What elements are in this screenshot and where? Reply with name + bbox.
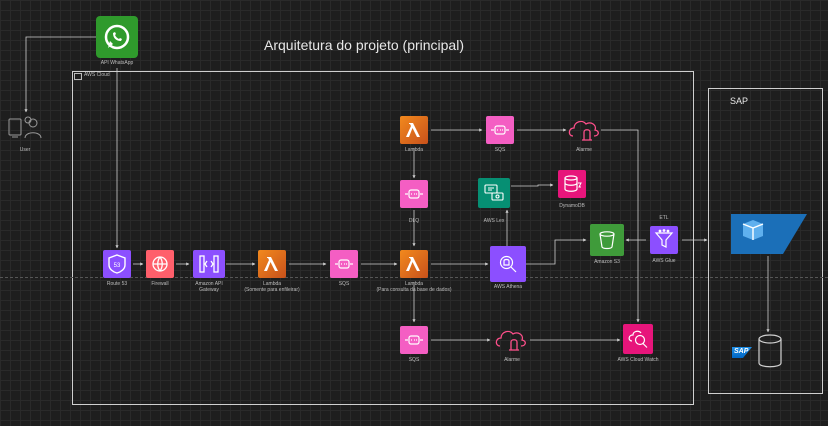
route53-node[interactable]: 53 [103, 250, 131, 278]
sap-cube-icon [731, 214, 807, 254]
sap-logo: SAP [732, 347, 752, 358]
database-icon [758, 334, 782, 368]
alarm-bottom-node[interactable] [494, 324, 528, 354]
lambda2-node[interactable] [400, 250, 428, 278]
dynamodb-node[interactable] [558, 170, 586, 198]
alarm-top-label: Alarme [576, 147, 592, 153]
edge-alarm-cloudwatch [601, 129, 640, 323]
firewall-node[interactable] [146, 250, 174, 278]
whatsapp-label: API WhatsApp [100, 60, 134, 66]
etl-label: ETL [659, 215, 669, 221]
athena-icon [499, 255, 517, 273]
firewall-icon [152, 256, 168, 272]
sqs-icon [405, 335, 423, 345]
sqs-top-label: SQS [494, 147, 506, 153]
sap-logo-text: SAP [734, 348, 749, 355]
s3-label: Amazon S3 [594, 259, 620, 265]
dlq-label: DLQ [408, 218, 420, 224]
cloudwatch-label: AWS Cloud Watch [617, 357, 659, 363]
lambda-icon [264, 257, 278, 271]
apigw-node[interactable] [193, 250, 225, 278]
cloudwatch-node[interactable] [623, 324, 653, 354]
alarm-icon [495, 330, 526, 351]
sap-system-node[interactable] [727, 212, 809, 256]
lambda-top-label: Lambda [404, 147, 424, 153]
sqs-bottom-label: SQS [408, 357, 420, 363]
dlq-node[interactable] [400, 180, 428, 208]
dynamodb-icon [564, 175, 582, 192]
lex-label: AWS Lex [483, 218, 505, 224]
sqs-top-node[interactable] [486, 116, 514, 144]
apigw-label: Amazon API Gateway [195, 281, 223, 293]
whatsapp-icon [104, 24, 130, 50]
lambda2-sublabel: (Para consulta da base de dados) [376, 287, 452, 293]
alarm-top-node[interactable] [567, 114, 601, 144]
edge-athena-s3 [526, 238, 587, 265]
user-node[interactable] [6, 114, 44, 144]
athena-label: AWS Athena [493, 284, 523, 290]
sqs-icon [405, 189, 423, 199]
aws-cloud-icon [74, 73, 82, 80]
dynamodb-label: DynamoDB [559, 203, 585, 209]
lambda2-label: Lambda [404, 281, 424, 287]
aws-cloud-group [72, 71, 694, 405]
sqs-icon [335, 259, 353, 269]
alarm-icon [568, 120, 599, 141]
lambda1-label: Lambda [262, 281, 282, 287]
lambda1-node[interactable] [258, 250, 286, 278]
lambda1-sublabel: (Somente para enfileirar) [244, 287, 300, 293]
route53-badge: 53 [114, 263, 121, 269]
edge-whatsapp-user [24, 36, 96, 113]
glue-node[interactable] [650, 226, 678, 254]
chat-bot-icon [484, 184, 504, 201]
cloudwatch-icon [628, 330, 648, 348]
aws-cloud-label: AWS Cloud [84, 72, 110, 78]
lambda-icon [406, 123, 420, 137]
route53-label: Route 53 [106, 281, 128, 287]
route53-icon: 53 [108, 254, 126, 274]
database-node[interactable] [756, 334, 784, 368]
edge-lex-dynamodb [511, 183, 554, 187]
glue-label: AWS Glue [652, 258, 676, 264]
firewall-label: Firewall [151, 281, 169, 287]
lex-node[interactable] [478, 178, 510, 208]
sqs1-label: SQS [338, 281, 350, 287]
sap-group-label: SAP [730, 96, 749, 106]
sqs-icon [491, 125, 509, 135]
api-gateway-icon [199, 255, 219, 273]
user-icon [8, 116, 42, 139]
lambda-top-node[interactable] [400, 116, 428, 144]
diagram-title: Arquitetura do projeto (principal) [264, 37, 464, 53]
sqs-bottom-node[interactable] [400, 326, 428, 354]
user-label: User [19, 147, 31, 153]
lambda-icon [406, 257, 420, 271]
s3-node[interactable] [590, 224, 624, 256]
glue-icon [654, 229, 674, 248]
bucket-icon [599, 231, 615, 250]
athena-node[interactable] [490, 246, 526, 282]
sap-group [708, 88, 823, 394]
whatsapp-node[interactable] [96, 16, 138, 58]
alarm-bottom-label: Alarme [504, 357, 520, 363]
sqs1-node[interactable] [330, 250, 358, 278]
